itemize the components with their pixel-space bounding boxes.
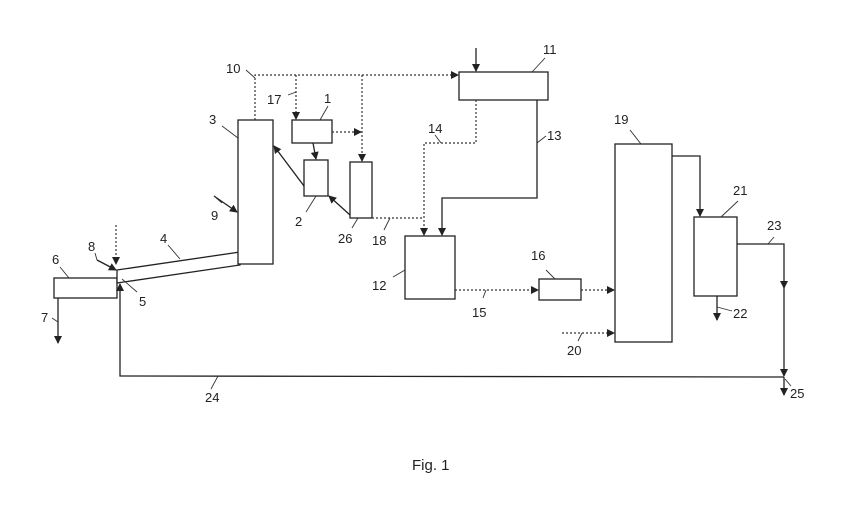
leader-16 — [545, 269, 556, 280]
leader-6 — [59, 266, 70, 279]
stream-14 — [420, 100, 477, 236]
label-15: 15 — [472, 305, 486, 320]
stream-9 — [213, 195, 238, 213]
label-26: 26 — [338, 231, 352, 246]
label-18: 18 — [372, 233, 386, 248]
label-5: 5 — [139, 294, 146, 309]
stream-19-to-21 — [672, 155, 704, 217]
leader-8 — [94, 252, 98, 261]
label-20: 20 — [567, 343, 581, 358]
unit-6-box — [53, 277, 118, 299]
label-11: 11 — [543, 42, 557, 57]
label-10: 10 — [226, 61, 240, 76]
unit-16-box — [538, 278, 582, 301]
stream-13 — [438, 100, 538, 236]
unit-26-box — [349, 161, 373, 219]
leader-11 — [531, 57, 546, 73]
label-23: 23 — [767, 218, 781, 233]
stream-26-to-2 — [328, 195, 351, 216]
leader-12 — [392, 269, 406, 278]
leader-26 — [351, 217, 359, 229]
label-12: 12 — [372, 278, 386, 293]
leader-22 — [716, 306, 733, 312]
leader-24 — [210, 375, 219, 390]
leader-15 — [482, 289, 487, 299]
leader-2 — [305, 195, 317, 213]
label-16: 16 — [531, 248, 545, 263]
leader-4 — [167, 244, 181, 260]
label-24: 24 — [205, 390, 219, 405]
inclined-conveyor-4 — [116, 251, 241, 284]
label-14: 14 — [428, 121, 442, 136]
label-2: 2 — [295, 214, 302, 229]
label-17: 17 — [267, 92, 281, 107]
unit-1-box — [291, 119, 333, 144]
unit-21-box — [693, 216, 738, 297]
label-13: 13 — [547, 128, 561, 143]
label-22: 22 — [733, 306, 747, 321]
unit-12-box — [404, 235, 456, 300]
column-19-box — [614, 143, 673, 343]
leader-9 — [213, 195, 223, 204]
label-8: 8 — [88, 239, 95, 254]
stream-10 — [254, 71, 459, 120]
leader-17 — [287, 91, 297, 96]
label-19: 19 — [614, 112, 628, 127]
leader-5 — [121, 278, 138, 293]
leader-18 — [383, 217, 391, 231]
label-3: 3 — [209, 112, 216, 127]
stream-8 — [96, 259, 117, 271]
leader-10 — [245, 69, 256, 79]
label-9: 9 — [211, 208, 218, 223]
stream-23 — [737, 243, 788, 289]
label-1: 1 — [324, 91, 331, 106]
leader-23 — [767, 236, 775, 245]
unit-2-box — [303, 159, 329, 197]
figure-caption: Fig. 1 — [412, 457, 450, 474]
leader-1 — [319, 105, 329, 121]
leader-7 — [51, 317, 59, 323]
leader-21 — [720, 200, 739, 218]
column-3-box — [237, 119, 274, 265]
leader-3 — [221, 125, 239, 139]
leader-13 — [536, 135, 547, 144]
stream-2-to-3 — [273, 145, 305, 187]
label-4: 4 — [160, 231, 167, 246]
leader-25 — [784, 378, 792, 387]
unit-11-box — [458, 71, 549, 101]
label-7: 7 — [41, 310, 48, 325]
label-25: 25 — [790, 386, 804, 401]
label-6: 6 — [52, 252, 59, 267]
leader-19 — [629, 129, 642, 145]
stream-24 — [116, 283, 785, 378]
label-21: 21 — [733, 183, 747, 198]
leader-20 — [577, 332, 583, 342]
stream-1-to-2 — [310, 142, 319, 160]
leader-14 — [434, 134, 442, 144]
